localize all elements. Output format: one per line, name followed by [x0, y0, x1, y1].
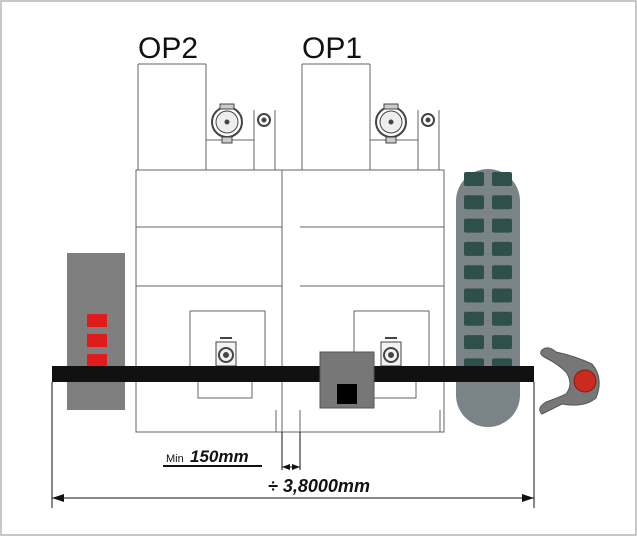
magazine-cell [492, 172, 512, 186]
magazine-cell [464, 265, 484, 280]
panel-light-2 [87, 334, 107, 347]
spindle-motor-op2-icon [211, 103, 271, 144]
magazine-cell [464, 311, 484, 326]
min-gap-dimension [163, 432, 301, 470]
panel-lights [87, 314, 107, 367]
machine-op1 [281, 63, 445, 433]
operator-icon [539, 347, 600, 415]
magazine-cell [464, 218, 484, 233]
panel-light-3 [87, 354, 107, 367]
panel-light-1 [87, 314, 107, 327]
carriage-gripper [337, 384, 357, 404]
magazine-cell [492, 311, 512, 326]
magazine-cell [492, 265, 512, 280]
min-gap-value: 150mm [190, 447, 249, 466]
op1-label: OP1 [302, 32, 362, 65]
op2-label: OP2 [138, 32, 198, 65]
fixture-clamp-op2-icon [215, 337, 237, 367]
conveyor-rail [52, 366, 534, 382]
total-length-label: ÷ 3,8000mm [268, 476, 370, 496]
magazine-cell [464, 241, 484, 256]
min-prefix-label: Min [166, 453, 184, 465]
magazine-cell [464, 172, 484, 186]
magazine-cell [464, 335, 484, 350]
machine-op2 [135, 63, 283, 433]
fixture-clamp-op1-icon [380, 337, 402, 367]
total-length-dimension [51, 382, 535, 508]
magazine-cell [492, 335, 512, 350]
magazine-cells [464, 172, 512, 373]
magazine-cell [464, 195, 484, 210]
spindle-motor-op1-icon [375, 103, 435, 144]
magazine-cell [492, 241, 512, 256]
magazine-cell [492, 195, 512, 210]
control-panel [67, 253, 125, 410]
magazine-cell [492, 288, 512, 303]
magazine-cell [464, 288, 484, 303]
magazine-cell [492, 218, 512, 233]
